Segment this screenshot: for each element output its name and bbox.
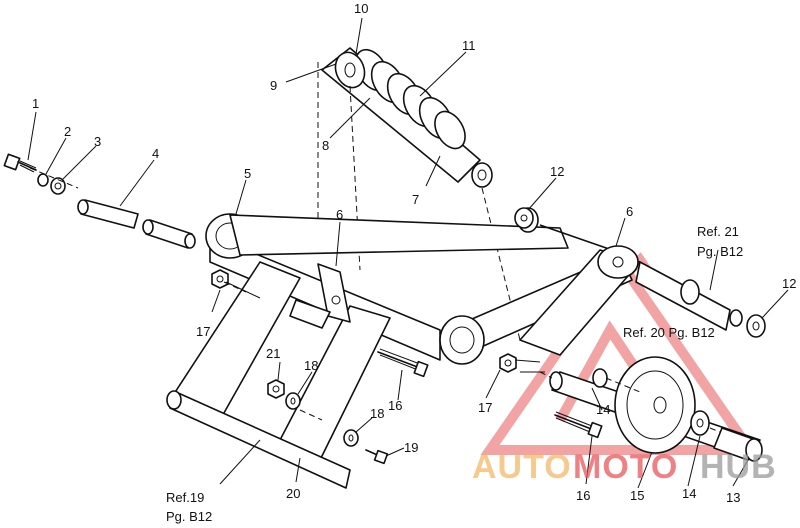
callout-8: 8 [322,138,329,153]
callout-9: 9 [270,78,277,93]
callout-11: 11 [462,38,476,53]
callout-14-lower: 14 [682,486,696,501]
reference-notes: Ref. 21 Pg. B12 Ref. 20 Pg. B12 Ref.19 P… [166,224,743,524]
callout-12-right: 12 [782,276,796,291]
callout-2: 2 [64,124,71,139]
washer-12-top [514,207,534,229]
callout-6-left: 6 [336,207,343,222]
bracket-6-left [317,263,351,323]
shock-bottom-eye [471,162,493,188]
callout-20: 20 [286,486,300,501]
callout-18-lower: 18 [370,406,384,421]
callout-13: 13 [726,490,740,505]
shock-absorber [317,47,521,341]
bracket-6-right [597,245,639,279]
callout-17-left: 17 [196,324,210,339]
washer-12-right [746,314,766,338]
washer-3 [50,177,66,195]
ref-19-line1: Ref.19 [166,490,204,505]
shock-top-eye [334,51,366,89]
spacer-tube-4a [80,199,139,229]
callout-1: 1 [32,96,39,111]
callout-5: 5 [244,166,251,181]
callout-18-upper: 18 [304,358,318,373]
washer-14 [690,410,710,436]
center-hardware [211,269,429,465]
washer-18-upper [285,392,301,410]
callout-16-left: 16 [388,398,402,413]
callout-17-right: 17 [478,400,492,415]
callout-15: 15 [630,488,644,503]
center-side-plate [279,305,391,461]
callout-10: 10 [354,1,368,16]
ref-21-line2: Pg. B12 [697,244,743,259]
right-wheel-assembly [499,207,766,462]
callout-labels: 1 2 3 4 5 6 6 7 8 9 10 11 12 12 13 14 14… [32,1,796,505]
bushing-right [439,315,485,365]
swing-arm-frame [166,207,743,489]
callout-19: 19 [404,440,418,455]
watermark-text: AUTO MOTO HUB [472,448,777,486]
callout-7: 7 [412,192,419,207]
watermark-moto: MOTO [573,448,678,486]
shock-spring [354,48,466,150]
callout-16-right: 16 [576,488,590,503]
watermark-auto: AUTO [472,448,572,486]
nut-17-left [211,269,229,289]
callout-3: 3 [94,134,101,149]
washer-18-lower [343,429,359,447]
ref-20: Ref. 20 Pg. B12 [623,325,715,340]
callout-4: 4 [152,146,159,161]
washer-2 [37,173,49,187]
nut-21 [267,379,285,399]
ref-21-line1: Ref. 21 [697,224,739,239]
watermark-hub: HUB [700,448,777,486]
nut-17-right [499,353,517,373]
left-bolt-assembly [3,153,196,249]
callout-6-right: 6 [626,204,633,219]
ref-19-line2: Pg. B12 [166,509,212,524]
callout-12-top: 12 [550,164,564,179]
callout-14-upper: 14 [596,402,610,417]
leader-lines [27,17,789,489]
callout-21: 21 [266,346,280,361]
